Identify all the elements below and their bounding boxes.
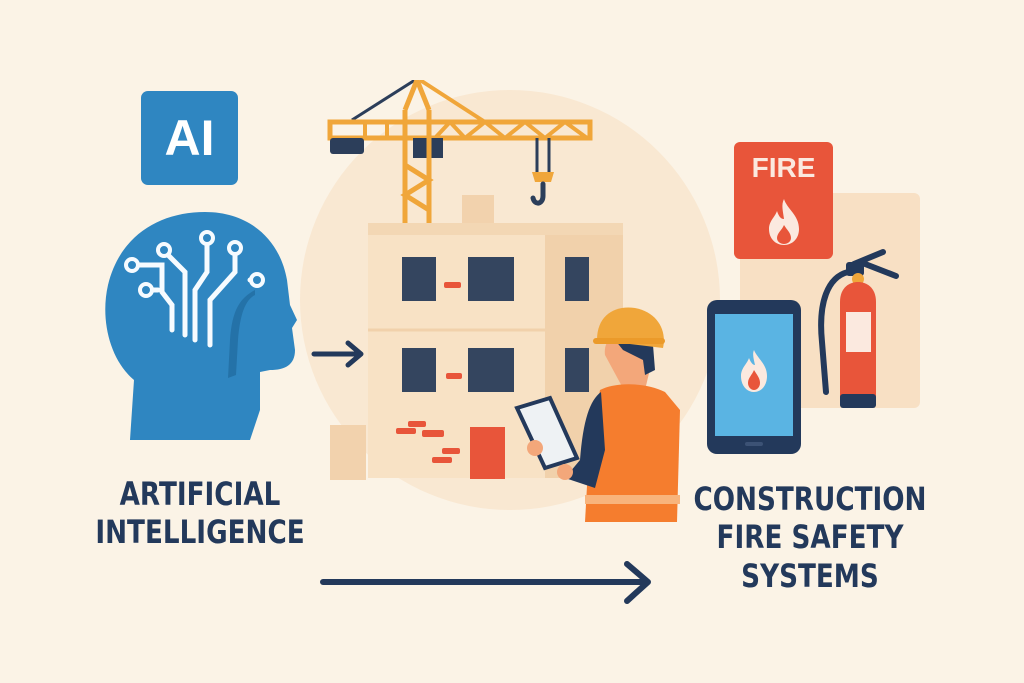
crane-icon: [327, 80, 593, 225]
ai-head-icon: [105, 212, 298, 440]
ai-badge: AI: [141, 91, 238, 185]
flame-icon: [769, 199, 799, 245]
construction-worker-icon: [514, 307, 680, 522]
ai-badge-label: AI: [164, 110, 215, 166]
arrow-right-long-icon: [320, 561, 651, 604]
fire-warning-sign: FIRE: [734, 142, 833, 259]
artificial-intelligence-caption: ARTIFICIAL INTELLIGENCE: [81, 475, 319, 552]
left-caption-line-2: INTELLIGENCE: [95, 513, 305, 552]
construction-fire-safety-caption: CONSTRUCTION FIRE SAFETY SYSTEMS: [687, 480, 933, 595]
left-caption-line-1: ARTIFICIAL: [119, 475, 281, 513]
right-caption-line-2: FIRE SAFETY: [716, 518, 904, 557]
right-caption-line-1: CONSTRUCTION: [693, 480, 927, 518]
smartphone-alert-icon: [707, 300, 801, 454]
fire-sign-label: FIRE: [751, 152, 816, 183]
arrow-right-small-icon: [311, 340, 364, 368]
fire-extinguisher-icon: [818, 249, 899, 408]
building-icon: [330, 195, 623, 480]
right-caption-line-3: SYSTEMS: [741, 556, 879, 595]
